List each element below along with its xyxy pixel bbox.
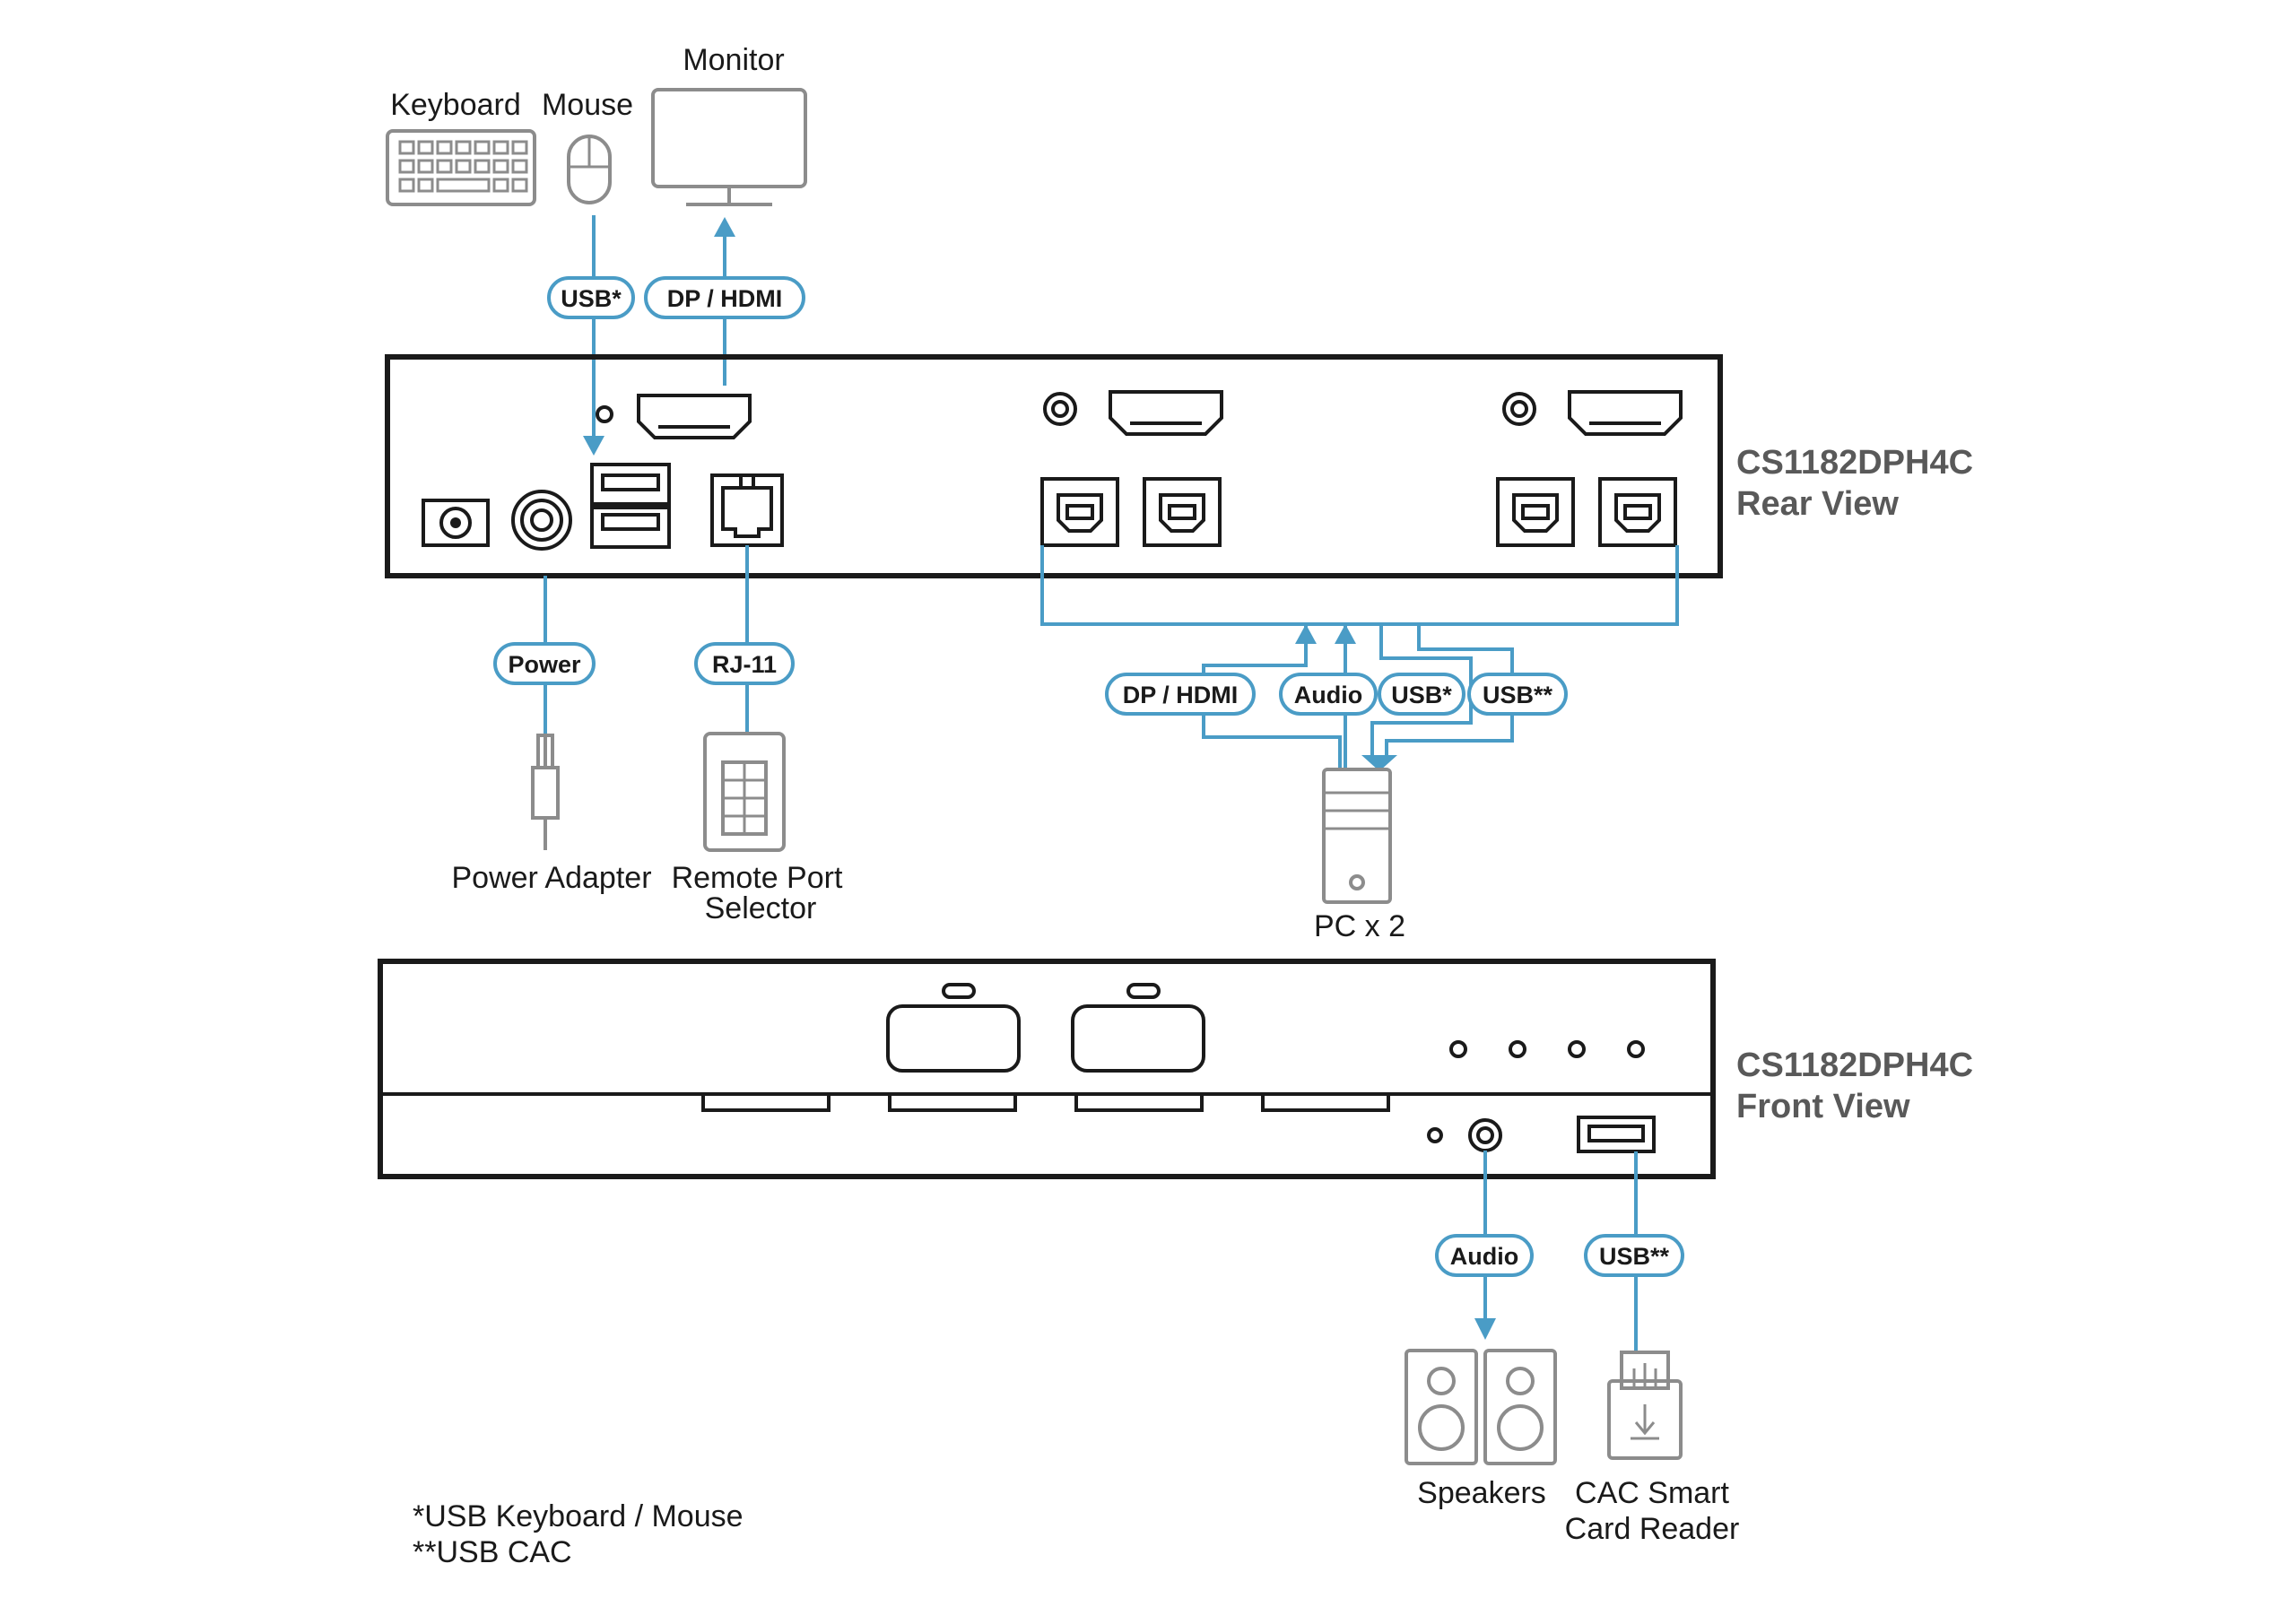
usb-kbm-cable bbox=[583, 215, 604, 456]
speakers-label: Speakers bbox=[1417, 1476, 1546, 1510]
front-status-leds bbox=[1449, 1040, 1645, 1058]
remote-port-label-line1: Remote Port bbox=[672, 861, 843, 895]
pc2-port-group bbox=[1496, 390, 1683, 547]
usb-kbm-cable-label: USB* bbox=[561, 285, 622, 312]
mouse-icon bbox=[567, 135, 612, 204]
mouse-label: Mouse bbox=[542, 88, 633, 122]
power-connector bbox=[511, 490, 572, 551]
front-audio-led bbox=[1427, 1127, 1443, 1143]
cac-label-line1: CAC Smart bbox=[1575, 1476, 1729, 1510]
pc-usb-cac-tag: USB** bbox=[1467, 673, 1568, 716]
monitor-icon bbox=[651, 88, 807, 206]
front-audio-jack bbox=[1468, 1118, 1502, 1152]
rear-view-model: CS1182DPH4C bbox=[1736, 444, 1973, 482]
pc-tower-icon bbox=[1322, 768, 1392, 904]
power-jack bbox=[422, 499, 490, 547]
rear-view-title: Rear View bbox=[1736, 485, 1899, 523]
pc-usb-cac-label: USB** bbox=[1483, 682, 1553, 708]
usb-kbm-cable-tag: USB* bbox=[547, 276, 635, 319]
pc-dp-hdmi-tag: DP / HDMI bbox=[1105, 673, 1256, 716]
front-view-model: CS1182DPH4C bbox=[1736, 1047, 1973, 1084]
front-view-title: Front View bbox=[1736, 1088, 1910, 1125]
power-cable: Power bbox=[493, 576, 596, 735]
rj11-cable-label: RJ-11 bbox=[712, 651, 777, 678]
front-usb-cac-label: USB** bbox=[1599, 1243, 1670, 1270]
front-port-buttons bbox=[886, 983, 1205, 1073]
dp-hdmi-cable-label: DP / HDMI bbox=[667, 285, 783, 312]
console-led bbox=[596, 405, 613, 423]
footnote-usb-cac: **USB CAC bbox=[413, 1535, 572, 1569]
pc-audio-tag: Audio bbox=[1279, 673, 1378, 716]
console-hdmi-port bbox=[637, 394, 752, 439]
front-usb-port bbox=[1577, 1116, 1656, 1153]
front-audio-label: Audio bbox=[1450, 1243, 1518, 1270]
power-adapter-label: Power Adapter bbox=[451, 861, 651, 895]
keyboard-label: Keyboard bbox=[390, 88, 521, 122]
dp-hdmi-cable-tag: DP / HDMI bbox=[644, 276, 805, 319]
speakers-icon bbox=[1405, 1349, 1557, 1465]
pc1-port-group bbox=[1040, 390, 1223, 547]
remote-port-label-line2: Selector bbox=[705, 891, 817, 925]
rear-unit-chassis bbox=[385, 354, 1723, 578]
rj11-port bbox=[710, 473, 784, 547]
card-reader-icon bbox=[1607, 1351, 1683, 1460]
power-adapter-icon bbox=[531, 734, 560, 850]
power-cable-label: Power bbox=[508, 651, 581, 678]
keyboard-icon bbox=[386, 129, 536, 206]
front-audio-cable: Audio bbox=[1435, 1151, 1534, 1340]
front-unit-chassis bbox=[378, 959, 1716, 1179]
front-usb-cac-cable: USB** bbox=[1584, 1151, 1684, 1354]
rj11-cable: RJ-11 bbox=[694, 545, 795, 734]
front-tabs bbox=[701, 1092, 1390, 1112]
console-usb-ports bbox=[590, 463, 671, 549]
pc-usb-label: USB* bbox=[1391, 682, 1452, 708]
pc-dp-hdmi-label: DP / HDMI bbox=[1123, 682, 1239, 708]
cac-label-line2: Card Reader bbox=[1565, 1512, 1740, 1546]
pc-usb-tag: USB* bbox=[1378, 673, 1465, 716]
pc-label: PC x 2 bbox=[1314, 909, 1405, 943]
footnote-usb-kbm: *USB Keyboard / Mouse bbox=[413, 1499, 744, 1533]
monitor-label: Monitor bbox=[683, 43, 784, 77]
pc-audio-label: Audio bbox=[1294, 682, 1362, 708]
remote-port-selector-icon bbox=[703, 732, 786, 852]
pc-cable-harness bbox=[1040, 545, 1679, 771]
